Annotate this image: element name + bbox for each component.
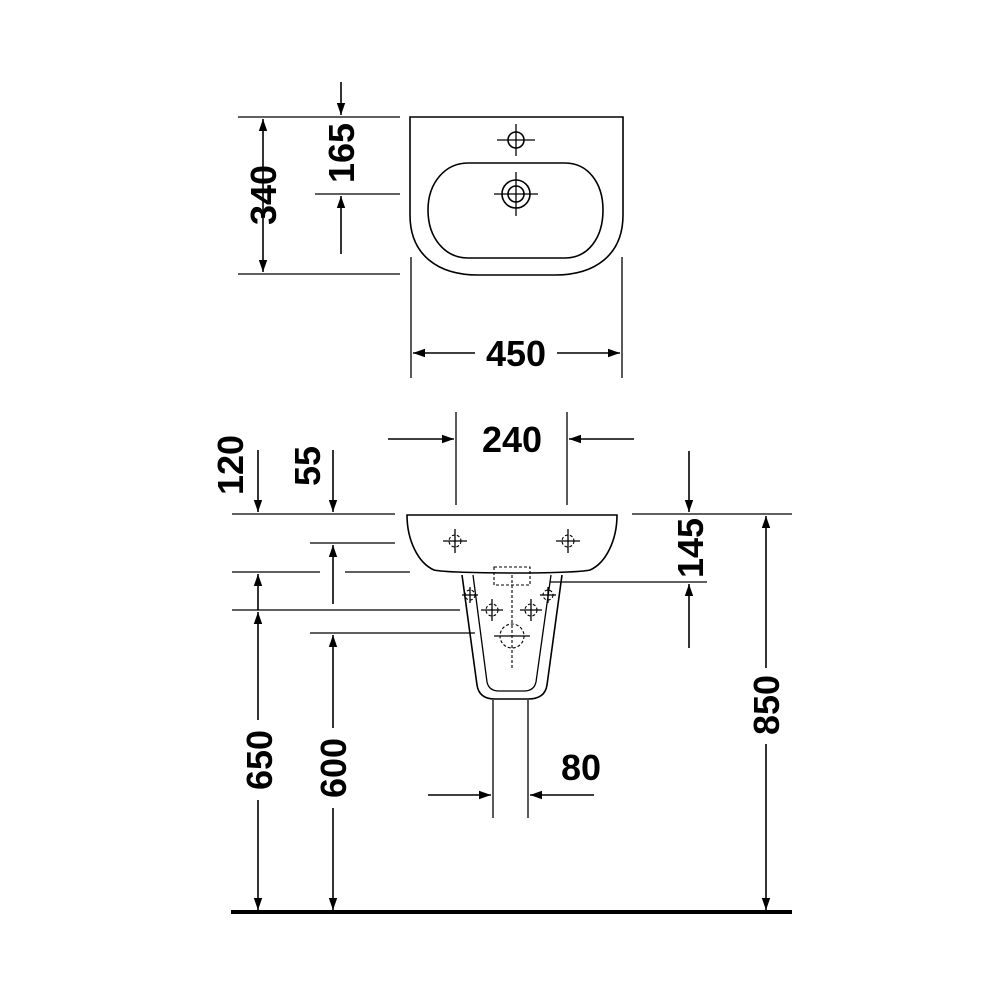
pedestal-outline	[461, 574, 563, 700]
label-145: 145	[670, 518, 711, 578]
label-80: 80	[561, 747, 601, 788]
mounting-bolt-right-icon	[556, 529, 580, 553]
label-165: 165	[321, 123, 362, 183]
label-240: 240	[482, 419, 542, 460]
basin-outline-front	[406, 514, 618, 574]
basin-bowl-plan	[427, 162, 604, 259]
label-650: 650	[239, 730, 280, 790]
label-600: 600	[313, 738, 354, 798]
mounting-bolt-left-icon	[443, 529, 467, 553]
label-55: 55	[287, 446, 328, 486]
drain-hole-icon	[494, 172, 538, 216]
tap-hole-icon	[497, 124, 535, 156]
hidden-pipe-left-icon	[481, 599, 503, 621]
pedestal-inner-line	[472, 574, 552, 692]
top-view: 340 165 450	[238, 82, 624, 378]
hidden-waste-outlet-icon	[494, 623, 530, 649]
label-340: 340	[243, 165, 284, 225]
hidden-pipe-right-icon	[520, 599, 542, 621]
basin-outline-plan	[409, 116, 624, 276]
pedestal-fixing-right-icon	[540, 587, 556, 603]
label-120: 120	[210, 435, 251, 495]
label-450: 450	[486, 333, 546, 374]
pedestal-fixing-left-icon	[462, 587, 478, 603]
front-view: 240 120 55 145 650 600 850 80	[210, 412, 792, 914]
label-850: 850	[746, 675, 787, 735]
